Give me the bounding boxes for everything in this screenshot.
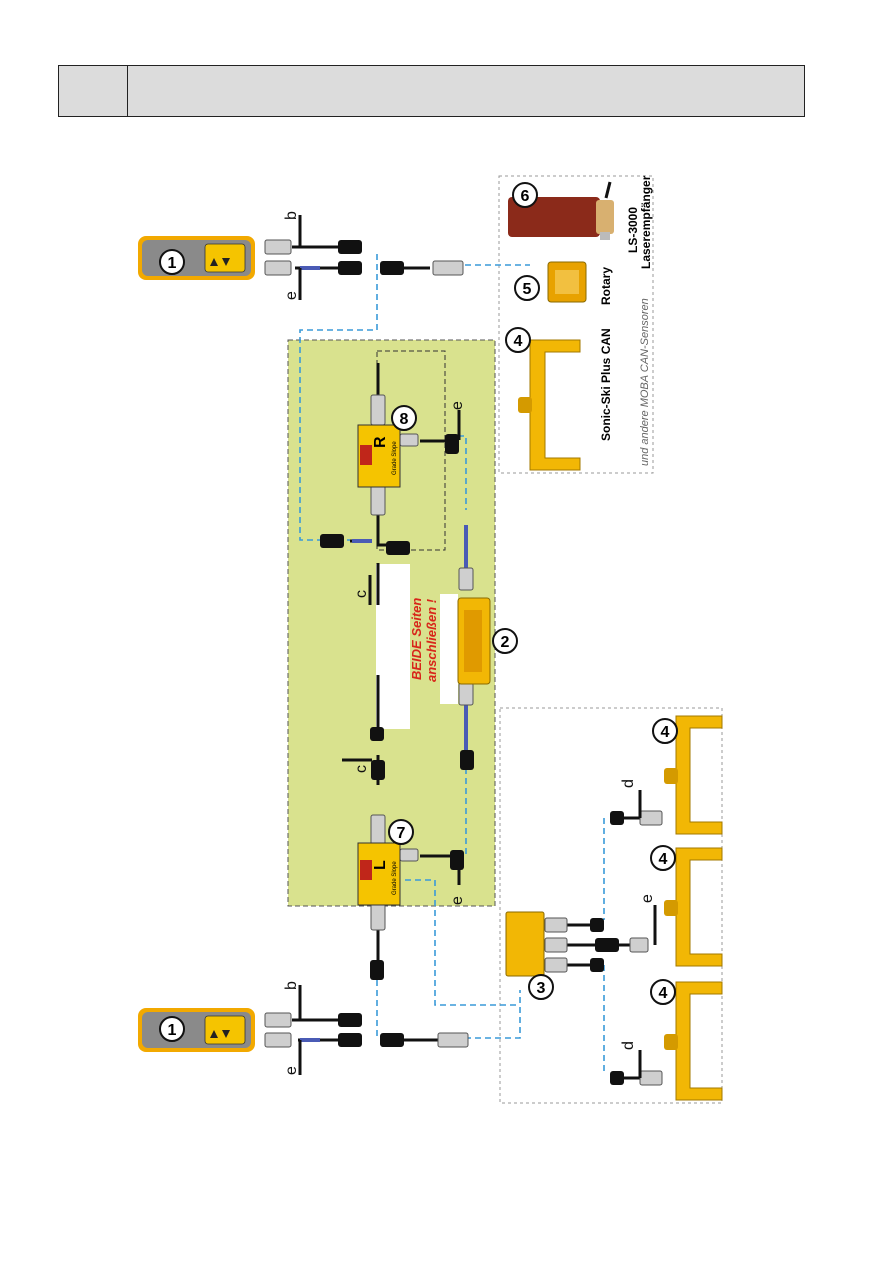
can-bus-dashed-lines <box>299 254 605 1075</box>
callout-4-c: 4 <box>650 979 676 1005</box>
svg-text:7: 7 <box>397 825 406 842</box>
both-sides-line1: BEIDE Seiten <box>409 598 424 680</box>
svg-text:8: 8 <box>400 411 409 428</box>
svg-text:4: 4 <box>514 333 523 350</box>
label-other-sensors: und andere MOBA CAN-Sensoren <box>639 298 651 466</box>
can-distributor <box>505 911 545 977</box>
cable-coils <box>320 240 624 1085</box>
callout-8: 8 <box>391 405 417 431</box>
box-r-ports: Grade Slope <box>392 441 398 475</box>
label-b-top: b <box>283 211 300 220</box>
callout-2: 2 <box>492 628 518 654</box>
svg-text:5: 5 <box>523 281 532 298</box>
label-e-top: e <box>283 291 300 300</box>
callout-4-option: 4 <box>505 327 531 353</box>
slope-sensor <box>457 597 491 685</box>
junction-box-left <box>357 842 401 906</box>
label-d-top: d <box>620 779 637 788</box>
callout-6: 6 <box>512 182 538 208</box>
box-l-ports: Grade Slope <box>392 861 398 895</box>
header-cell-left <box>59 66 128 116</box>
connectors <box>264 239 663 1086</box>
callout-1-bottom: 1 <box>159 1016 185 1042</box>
svg-text:6: 6 <box>521 188 530 205</box>
svg-text:4: 4 <box>659 985 668 1002</box>
header-table <box>58 65 805 117</box>
box-l-letter: L <box>372 860 389 870</box>
laser-receiver <box>508 181 614 240</box>
label-sonic-ski: Sonic-Ski Plus CAN <box>599 328 613 441</box>
label-rotary: Rotary <box>599 267 613 305</box>
label-e-sensor: e <box>639 894 656 903</box>
box-r-letter: R <box>372 436 389 448</box>
label-e-left: e <box>449 896 466 905</box>
blue-cables <box>300 266 468 1042</box>
label-zone-2 <box>440 594 458 704</box>
sonic-ski-knobs <box>518 397 678 1050</box>
label-c-left: c <box>353 765 370 773</box>
callout-4-b: 4 <box>650 845 676 871</box>
svg-text:1: 1 <box>168 1022 177 1039</box>
both-sides-line2: anschließen ! <box>424 598 439 682</box>
svg-text:4: 4 <box>661 724 670 741</box>
terminators <box>298 215 657 1078</box>
sonic-ski-sensors <box>529 339 723 1101</box>
callout-3: 3 <box>528 974 554 1000</box>
svg-text:2: 2 <box>501 634 510 651</box>
label-laserempfaenger: Laserempfänger <box>639 175 653 269</box>
label-ls3000: LS-3000 <box>626 207 640 253</box>
junction-box-right <box>357 424 401 488</box>
label-e-bottom: e <box>283 1066 300 1075</box>
callouts: 1 1 2 3 4 4 4 4 5 6 7 8 <box>159 182 678 1042</box>
label-b-bottom: b <box>283 981 300 990</box>
svg-text:3: 3 <box>537 980 546 997</box>
callout-7: 7 <box>388 819 414 845</box>
label-e-right: e <box>449 401 466 410</box>
svg-text:4: 4 <box>659 851 668 868</box>
callout-4-a: 4 <box>652 718 678 744</box>
terminator-labels: b e b e c c e e d d e <box>283 211 656 1075</box>
label-zone <box>376 564 410 729</box>
label-d-bottom: d <box>620 1041 637 1050</box>
remote-control-bottom <box>138 1008 255 1052</box>
rotary-sensor <box>547 261 587 303</box>
svg-text:1: 1 <box>168 255 177 272</box>
label-c-right: c <box>353 590 370 598</box>
remote-control-top <box>138 236 255 280</box>
callout-1-top: 1 <box>159 249 185 275</box>
callout-5: 5 <box>514 275 540 301</box>
